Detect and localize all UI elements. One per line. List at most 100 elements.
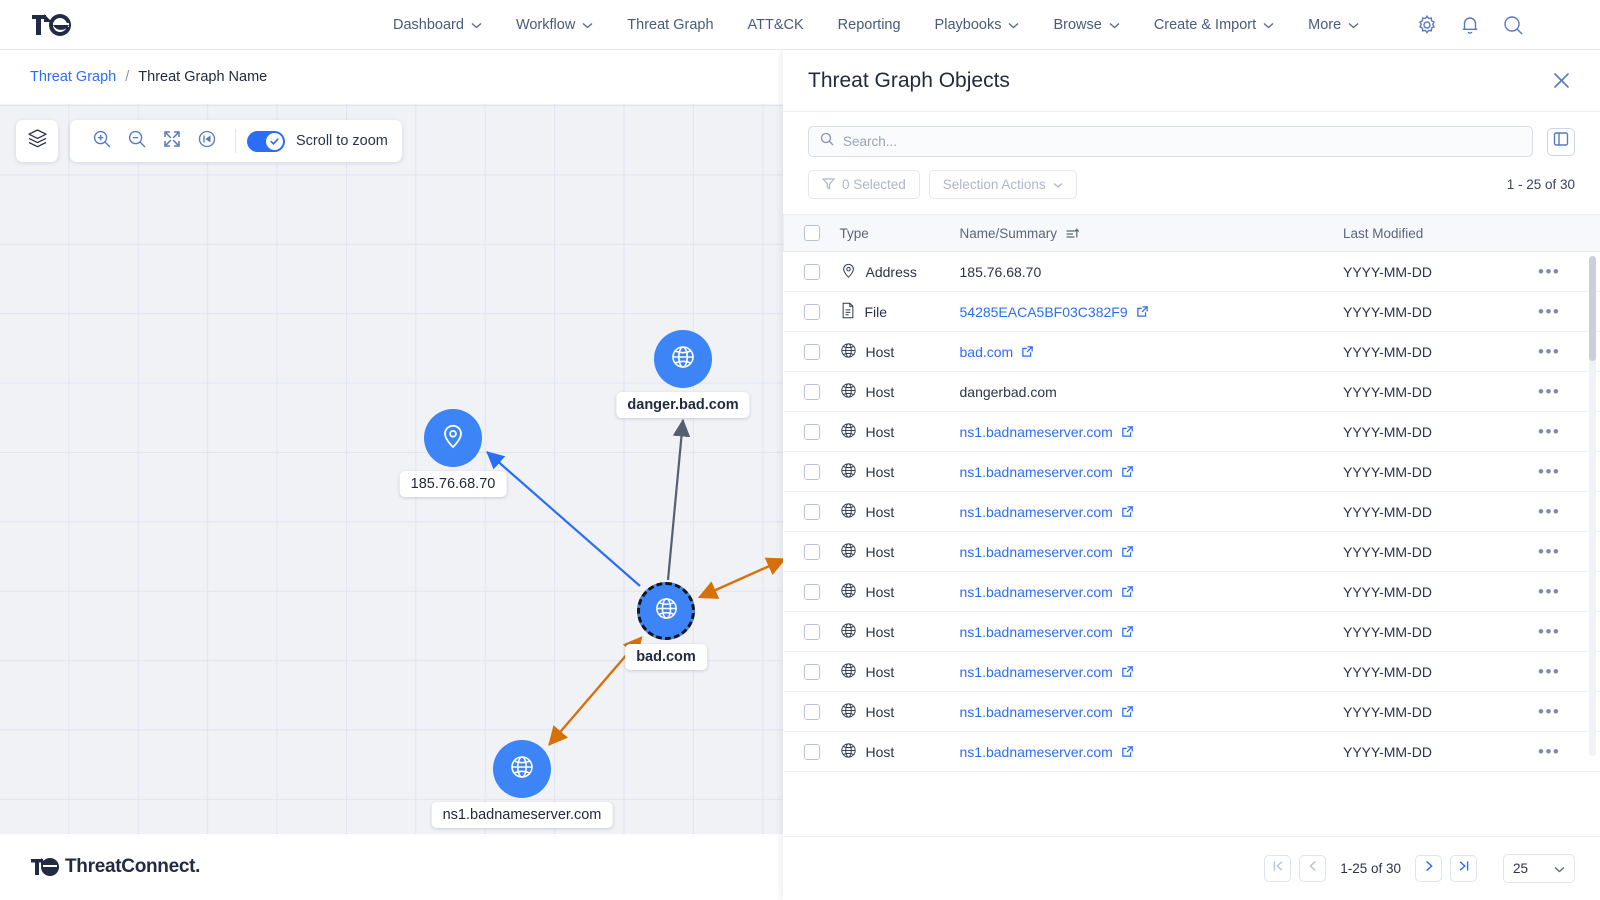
ellipsis-icon[interactable]: ••• [1538, 742, 1561, 761]
row-name-label[interactable]: ns1.badnameserver.com [959, 703, 1113, 720]
graph-node-ns1-badnameserver-com[interactable]: ns1.badnameserver.com [431, 740, 613, 828]
search-box[interactable] [808, 126, 1533, 157]
external-link-icon[interactable] [1121, 745, 1134, 758]
graph-node-danger-bad-com[interactable]: danger.bad.com [616, 330, 750, 418]
nav-item-create-and-import[interactable]: Create & Import [1137, 17, 1291, 33]
row-checkbox[interactable] [803, 503, 820, 520]
ellipsis-icon[interactable]: ••• [1538, 582, 1561, 601]
ellipsis-icon[interactable]: ••• [1538, 342, 1561, 361]
row-name-label[interactable]: ns1.badnameserver.com [959, 583, 1113, 600]
selected-count-button[interactable]: 0 Selected [808, 170, 920, 199]
ellipsis-icon[interactable]: ••• [1538, 622, 1561, 641]
row-name-label[interactable]: bad.com [959, 343, 1014, 360]
column-header-type[interactable]: Type [839, 214, 958, 252]
select-all-checkbox[interactable] [804, 225, 820, 241]
nav-item-more[interactable]: More [1291, 17, 1376, 33]
external-link-icon[interactable] [1136, 305, 1149, 318]
row-checkbox[interactable] [803, 343, 820, 360]
row-name-label[interactable]: 54285EACA5BF03C382F9 [959, 303, 1128, 320]
row-name-label[interactable]: ns1.badnameserver.com [959, 423, 1113, 440]
nav-item-dashboard[interactable]: Dashboard [376, 17, 499, 33]
row-checkbox[interactable] [803, 383, 820, 400]
layers-button[interactable] [16, 120, 58, 162]
first-page-button[interactable] [1264, 855, 1292, 882]
last-page-button[interactable] [1450, 855, 1477, 882]
threatconnect-logo[interactable] [30, 11, 76, 39]
row-checkbox[interactable] [803, 623, 820, 640]
node-circle[interactable] [654, 330, 712, 388]
row-checkbox[interactable] [803, 303, 820, 320]
ellipsis-icon[interactable]: ••• [1538, 462, 1561, 481]
gear-icon[interactable] [1416, 14, 1438, 36]
nav-item-browse[interactable]: Browse [1036, 17, 1136, 33]
table-scrollbar[interactable] [1589, 256, 1596, 756]
row-checkbox[interactable] [803, 463, 820, 480]
close-icon[interactable] [1548, 67, 1575, 94]
external-link-icon[interactable] [1121, 665, 1134, 678]
column-header-last-modified[interactable]: Last Modified [1343, 214, 1538, 252]
external-link-icon[interactable] [1021, 345, 1034, 358]
ellipsis-icon[interactable]: ••• [1538, 382, 1561, 401]
node-circle-selected[interactable] [637, 582, 695, 640]
page-size-select[interactable]: 25 [1503, 854, 1575, 883]
node-circle[interactable] [424, 409, 482, 467]
row-checkbox[interactable] [803, 583, 820, 600]
ellipsis-icon[interactable]: ••• [1538, 702, 1561, 721]
external-link-icon[interactable] [1121, 585, 1134, 598]
selection-actions-button[interactable]: Selection Actions [928, 170, 1077, 199]
row-checkbox[interactable] [803, 423, 820, 440]
scrollbar-thumb[interactable] [1589, 256, 1596, 361]
reset-view-button[interactable] [189, 120, 224, 162]
external-link-icon[interactable] [1121, 505, 1134, 518]
row-name-label[interactable]: ns1.badnameserver.com [959, 743, 1113, 760]
nav-item-attack[interactable]: ATT&CK [731, 17, 821, 33]
zoom-in-button[interactable] [84, 120, 119, 162]
bell-icon[interactable] [1460, 14, 1480, 36]
ellipsis-icon[interactable]: ••• [1538, 542, 1561, 561]
panel-layout-toggle-button[interactable] [1547, 127, 1575, 156]
prev-page-button[interactable] [1299, 855, 1327, 882]
next-page-button[interactable] [1415, 855, 1442, 882]
nav-item-workflow[interactable]: Workflow [499, 17, 610, 33]
row-name-label[interactable]: ns1.badnameserver.com [959, 503, 1113, 520]
nav-item-playbooks[interactable]: Playbooks [918, 17, 1037, 33]
nav-item-reporting[interactable]: Reporting [821, 17, 918, 33]
ellipsis-icon[interactable]: ••• [1538, 302, 1561, 321]
scroll-to-zoom-toggle[interactable] [247, 130, 285, 152]
ellipsis-icon[interactable]: ••• [1538, 502, 1561, 521]
column-header-name-summary[interactable]: Name/Summary [957, 214, 1343, 252]
nav-item-threat-graph[interactable]: Threat Graph [610, 17, 730, 33]
row-name-label[interactable]: ns1.badnameserver.com [959, 463, 1113, 480]
row-checkbox[interactable] [803, 543, 820, 560]
sort-ascending-icon[interactable] [1066, 228, 1079, 240]
breadcrumb-root-link[interactable]: Threat Graph [30, 69, 117, 85]
row-name-label[interactable]: ns1.badnameserver.com [959, 663, 1113, 680]
fit-to-screen-button[interactable] [154, 120, 189, 162]
zoom-out-button[interactable] [119, 120, 154, 162]
row-checkbox[interactable] [803, 263, 820, 280]
row-checkbox[interactable] [803, 663, 820, 680]
search-icon[interactable] [1502, 14, 1524, 36]
threat-graph-canvas[interactable]: Scroll to zoom danger.bad.com [0, 104, 783, 834]
graph-node-address[interactable]: 185.76.68.70 [399, 409, 507, 497]
external-link-icon[interactable] [1121, 545, 1134, 558]
external-link-icon[interactable] [1121, 705, 1134, 718]
search-input[interactable] [843, 134, 1521, 149]
ellipsis-icon[interactable]: ••• [1538, 262, 1561, 281]
ellipsis-icon[interactable]: ••• [1538, 662, 1561, 681]
row-name-label[interactable]: ns1.badnameserver.com [959, 623, 1113, 640]
ellipsis-icon[interactable]: ••• [1538, 422, 1561, 441]
node-circle[interactable] [493, 740, 551, 798]
